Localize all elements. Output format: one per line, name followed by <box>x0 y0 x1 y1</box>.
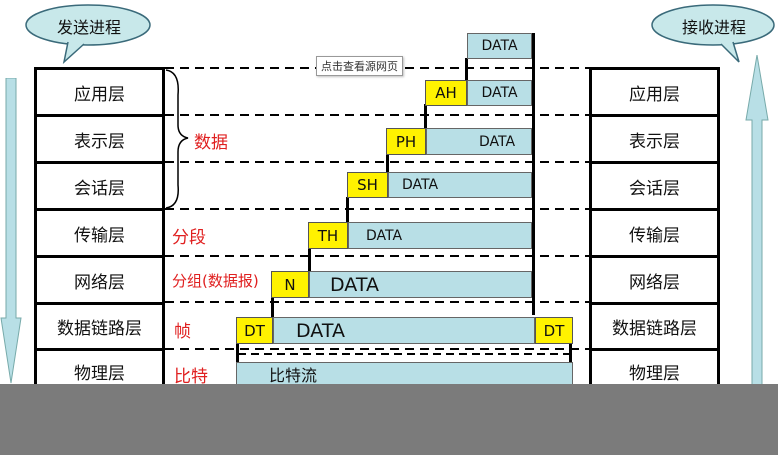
pdu-session-text: DATA <box>402 177 439 193</box>
vline-link <box>271 297 274 318</box>
down-arrow <box>0 78 22 384</box>
label-frame: 帧 <box>174 322 191 342</box>
pdu-physical: 比特流 <box>236 362 573 386</box>
pdu-physical-text: 比特流 <box>269 366 318 385</box>
vline-pres <box>424 104 427 128</box>
header-th: TH <box>308 222 348 249</box>
pdu-transport: DATA <box>348 222 532 249</box>
right-layer-transport: 传输层 <box>589 208 720 258</box>
vline-net <box>308 248 311 271</box>
right-layer-datalink: 数据链路层 <box>589 302 720 351</box>
pdu-application-top-text: DATA <box>481 38 518 54</box>
label-packet: 分组(数据报) <box>172 272 259 290</box>
vline-trans <box>346 197 349 223</box>
right-layer-session: 会话层 <box>589 161 720 211</box>
view-source-tooltip[interactable]: 点击查看源网页 <box>316 56 403 76</box>
pdu-application-top: DATA <box>467 33 532 59</box>
receive-process-label: 接收进程 <box>681 18 746 37</box>
right-layer-presentation: 表示层 <box>589 114 720 164</box>
physical-dashed-line <box>238 353 570 355</box>
label-segment: 分段 <box>172 228 206 248</box>
pdu-application: DATA <box>467 80 532 106</box>
header-sh: SH <box>347 172 388 198</box>
label-bits: 比特 <box>174 367 208 387</box>
header-ah: AH <box>425 80 467 106</box>
header-ph: PH <box>386 128 426 155</box>
left-layer-application: 应用层 <box>34 67 165 117</box>
label-data: 数据 <box>194 133 228 153</box>
header-n: N <box>271 271 309 298</box>
up-arrow <box>745 55 769 385</box>
left-layer-transport: 传输层 <box>34 208 165 258</box>
left-layer-network: 网络层 <box>34 255 165 305</box>
pdu-network: DATA <box>309 271 532 298</box>
header-dt-right: DT <box>535 317 573 344</box>
bottom-gray-bar <box>0 384 778 455</box>
send-process-label: 发送进程 <box>56 18 121 37</box>
left-layer-datalink: 数据链路层 <box>34 302 165 351</box>
pdu-datalink-text: DATA <box>296 319 345 342</box>
send-bubble-shape <box>25 4 151 64</box>
right-layer-network: 网络层 <box>589 255 720 305</box>
header-dt-left: DT <box>236 317 273 344</box>
pdu-session: DATA <box>388 172 532 198</box>
pdu-network-text: DATA <box>330 273 379 296</box>
pdu-datalink: DATA <box>273 317 535 344</box>
vline-app <box>465 58 468 80</box>
left-layer-presentation: 表示层 <box>34 114 165 164</box>
pdu-presentation-text: DATA <box>478 133 516 150</box>
right-layer-application: 应用层 <box>589 67 720 117</box>
vline-phys-right <box>569 344 572 364</box>
vline-sess <box>386 152 389 174</box>
vline-phys-left <box>236 344 239 364</box>
vline-right-main <box>532 33 535 315</box>
receive-bubble-shape <box>651 4 775 63</box>
pdu-application-text: DATA <box>481 85 518 101</box>
pdu-transport-text: DATA <box>366 227 403 244</box>
pdu-presentation: DATA <box>426 128 532 155</box>
left-layer-session: 会话层 <box>34 161 165 211</box>
